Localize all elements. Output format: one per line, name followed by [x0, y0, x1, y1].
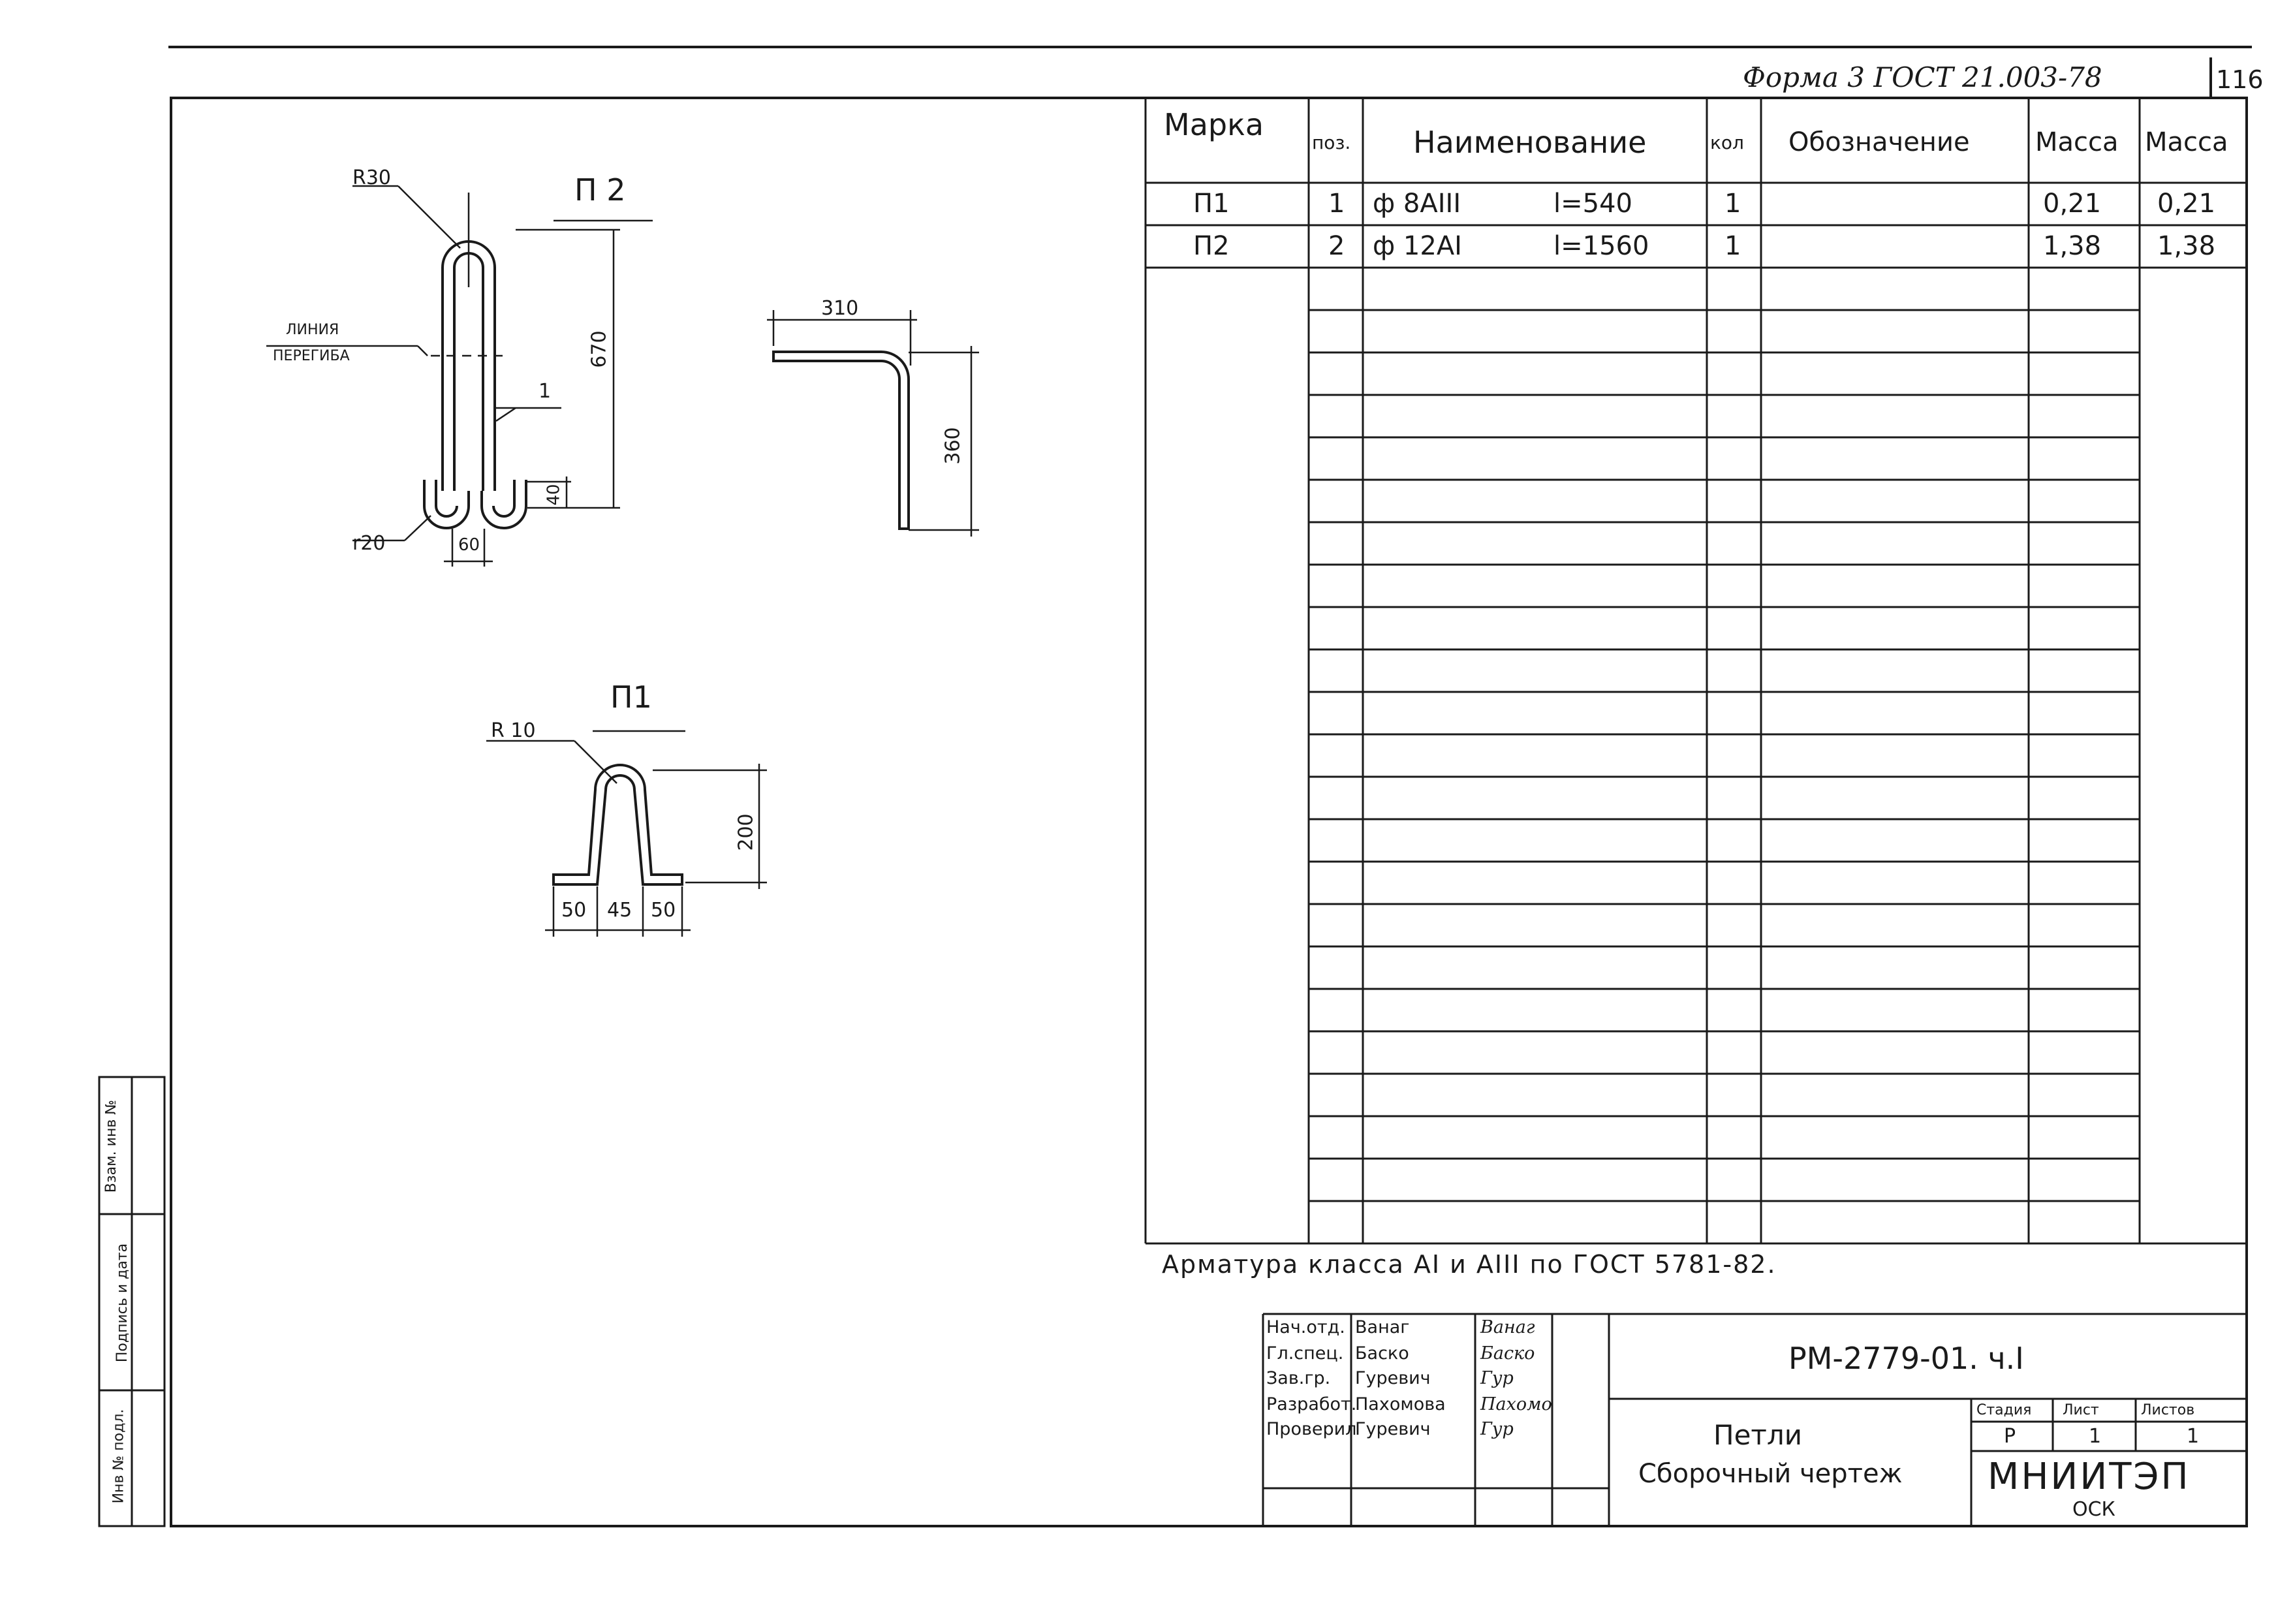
p2-pos-leader: 1 — [538, 380, 552, 403]
margin-label-replace: Взам. инв № — [103, 1099, 120, 1193]
p2-hook-radius: r20 — [352, 532, 386, 555]
signer-name: Гуревич — [1355, 1419, 1431, 1439]
row1-length: l=540 — [1553, 189, 1632, 219]
signer-signature: Гур — [1480, 1419, 1514, 1439]
bent-bar-height: 360 — [941, 427, 965, 465]
sheets-label: Листов — [2141, 1402, 2195, 1418]
signer-name: Пахомова — [1355, 1394, 1446, 1414]
row2-qty: 1 — [1724, 231, 1741, 261]
col-pos: поз. — [1312, 132, 1351, 153]
sheet-label: Лист — [2063, 1402, 2099, 1418]
row1-mass-unit: 0,21 — [2043, 189, 2102, 219]
organization: МНИИТЭП — [1988, 1456, 2191, 1498]
p1-seg-left: 50 — [561, 899, 587, 922]
p1-title: П1 — [610, 679, 652, 715]
signer-signature: Баско — [1480, 1343, 1535, 1364]
bent-bar-dims — [767, 310, 979, 537]
signer-name: Баско — [1355, 1343, 1409, 1364]
p2-bend-line-2: ПЕРЕГИБА — [273, 348, 350, 364]
col-mark: Марка — [1164, 107, 1264, 142]
drawing-title-line1: Петли — [1713, 1419, 1803, 1451]
p1-height: 200 — [734, 813, 758, 851]
p2-hook-height: 40 — [544, 484, 564, 506]
drawing-frame — [170, 97, 2248, 1527]
form-note: Форма 3 ГОСТ 21.003-78 — [1743, 61, 2102, 93]
col-mass-unit: Масса — [2035, 127, 2119, 157]
p2-radius-top: R30 — [352, 166, 392, 189]
p1-seg-right: 50 — [651, 899, 676, 922]
p2-hook-width: 60 — [458, 535, 480, 555]
col-qty: кол — [1710, 132, 1744, 153]
row2-name: ф 12АI — [1373, 231, 1462, 261]
row1-qty: 1 — [1724, 189, 1741, 219]
document-code: РМ-2779-01. ч.I — [1788, 1341, 2024, 1376]
loop-p1-shape — [552, 764, 683, 886]
signer-signature: Пахомо — [1480, 1394, 1552, 1414]
signer-signature: Ванаг — [1480, 1317, 1535, 1337]
organization-sub: ОСК — [2072, 1498, 2115, 1521]
signer-role: Нач.отд. — [1266, 1317, 1345, 1337]
row1-pos: 1 — [1328, 189, 1345, 219]
loop-p1-dims — [486, 730, 767, 937]
margin-label-sign: Подпись и дата — [114, 1243, 131, 1363]
signer-role: Зав.гр. — [1266, 1368, 1331, 1388]
signer-name: Гуревич — [1355, 1368, 1431, 1388]
loop-p2-shape — [423, 240, 527, 529]
signer-role: Проверил — [1266, 1419, 1357, 1439]
p2-title: П 2 — [574, 172, 626, 208]
row2-length: l=1560 — [1553, 231, 1649, 261]
sheet-value: 1 — [2089, 1425, 2102, 1448]
row2-mass-unit: 1,38 — [2043, 231, 2102, 261]
reinforcement-note: Арматура класса АI и АIII по ГОСТ 5781-8… — [1162, 1250, 1777, 1279]
spec-table-grid — [1144, 98, 2247, 1245]
p1-radius: R 10 — [491, 719, 536, 742]
bent-bar-shape — [772, 351, 910, 530]
signer-signature: Гур — [1480, 1368, 1514, 1388]
col-mass-total: Масса — [2145, 127, 2228, 157]
drawing-title-line2: Сборочный чертеж — [1638, 1459, 1903, 1489]
stage-value: Р — [2004, 1425, 2016, 1448]
page-number: 116 — [2216, 65, 2264, 94]
title-block-grid — [1262, 1313, 2247, 1526]
signer-role: Разработ. — [1266, 1394, 1357, 1414]
row2-mark: П2 — [1193, 231, 1230, 261]
signer-name: Ванаг — [1355, 1317, 1410, 1337]
row1-mark: П1 — [1193, 189, 1230, 219]
row1-name: ф 8АIII — [1373, 189, 1461, 219]
p2-bend-line-1: ЛИНИЯ — [286, 322, 339, 338]
row2-mass-total: 1,38 — [2157, 231, 2216, 261]
col-name: Наименование — [1413, 125, 1647, 160]
margin-label-inv: Инв № подл. — [110, 1409, 127, 1504]
spec-table-empty-rows — [1309, 309, 2140, 1202]
row1-mass-total: 0,21 — [2157, 189, 2216, 219]
row2-pos: 2 — [1328, 231, 1345, 261]
loop-p2-dims — [266, 185, 653, 567]
p1-seg-mid: 45 — [607, 899, 632, 922]
sheets-value: 1 — [2187, 1425, 2200, 1448]
stage-label: Стадия — [1976, 1402, 2032, 1418]
signer-role: Гл.спец. — [1266, 1343, 1344, 1364]
bent-bar-length: 310 — [821, 297, 859, 320]
p2-height: 670 — [587, 330, 611, 368]
col-designation: Обозначение — [1788, 127, 1970, 157]
